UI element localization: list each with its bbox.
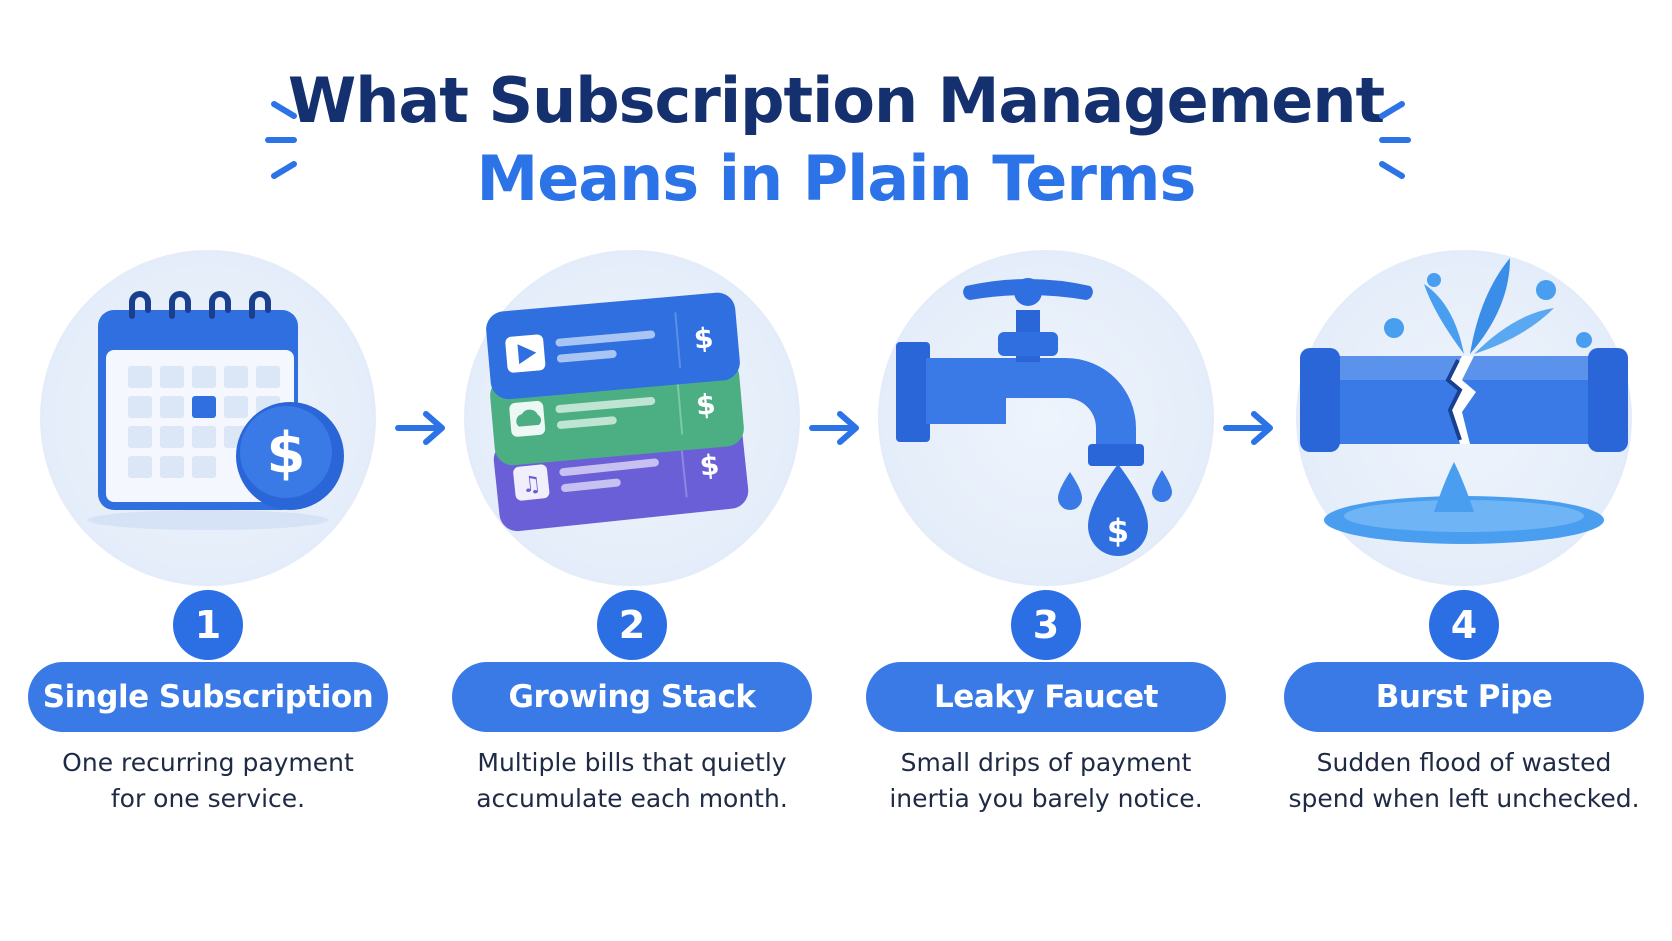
step-2-label: Growing Stack xyxy=(452,662,812,732)
page-title: What Subscription Management Means in Pl… xyxy=(0,62,1672,218)
svg-text:$: $ xyxy=(267,421,306,486)
leaky-faucet-icon: $ xyxy=(896,278,1172,556)
step-1-number: 1 xyxy=(173,590,243,660)
svg-text:$: $ xyxy=(1107,512,1129,550)
title-line-1: What Subscription Management xyxy=(287,64,1385,137)
step-4-label: Burst Pipe xyxy=(1284,662,1644,732)
step-2-desc-line-1: Multiple bills that quietly xyxy=(477,748,787,777)
step-3-desc-line-2: inertia you barely notice. xyxy=(889,784,1203,813)
step-4-desc-line-1: Sudden flood of wasted xyxy=(1316,748,1612,777)
step-4-description: Sudden flood of wasted spend when left u… xyxy=(1284,745,1644,817)
burst-pipe-icon xyxy=(1300,258,1628,544)
calendar-dollar-icon: $ xyxy=(88,291,344,530)
arrow-right-icon xyxy=(1223,411,1273,445)
step-1-description: One recurring payment for one service. xyxy=(28,745,388,817)
step-1-desc-line-2: for one service. xyxy=(110,784,306,813)
stacked-bills-icon: ♫ $ $ $ xyxy=(486,292,749,532)
step-2-desc-line-2: accumulate each month. xyxy=(476,784,788,813)
left-sparks-icon xyxy=(265,101,297,179)
step-4-desc-line-2: spend when left unchecked. xyxy=(1288,784,1640,813)
svg-text:♫: ♫ xyxy=(520,472,542,499)
step-4-number: 4 xyxy=(1429,590,1499,660)
svg-text:$: $ xyxy=(698,448,721,483)
title-line-2: Means in Plain Terms xyxy=(476,142,1197,215)
right-sparks-icon xyxy=(1379,101,1411,179)
step-3-label: Leaky Faucet xyxy=(866,662,1226,732)
step-3-desc-line-1: Small drips of payment xyxy=(900,748,1192,777)
svg-text:$: $ xyxy=(693,321,715,356)
step-1-label: Single Subscription xyxy=(28,662,388,732)
step-3-description: Small drips of payment inertia you barel… xyxy=(866,745,1226,817)
step-3-number: 3 xyxy=(1011,590,1081,660)
arrow-right-icon xyxy=(809,411,859,445)
arrow-right-icon xyxy=(395,411,445,445)
step-1-desc-line-1: One recurring payment xyxy=(62,748,354,777)
svg-text:$: $ xyxy=(695,387,717,422)
step-2-description: Multiple bills that quietly accumulate e… xyxy=(452,745,812,817)
step-2-number: 2 xyxy=(597,590,667,660)
